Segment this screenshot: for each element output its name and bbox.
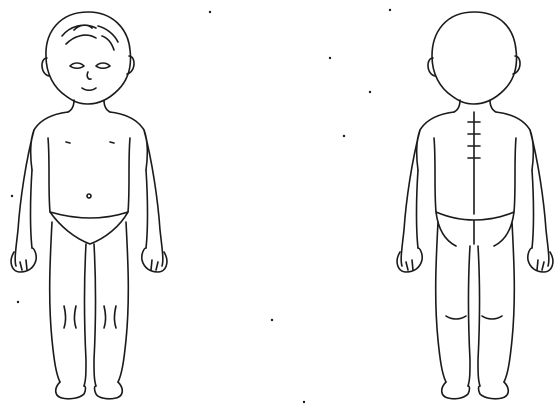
- front-mouth: [82, 88, 96, 90]
- front-right-leg: [94, 222, 128, 386]
- back-knees: [446, 316, 502, 319]
- scan-speckles: [11, 9, 391, 403]
- front-right-foot: [95, 382, 123, 399]
- back-torso-sides: [434, 138, 516, 212]
- front-view-figure: [11, 12, 167, 399]
- front-hair: [62, 25, 118, 50]
- front-torso-sides: [48, 138, 130, 212]
- back-diaper: [436, 212, 514, 246]
- back-right-foot: [479, 382, 509, 399]
- back-left-leg: [436, 222, 470, 386]
- back-right-leg: [478, 222, 514, 386]
- back-neck: [454, 100, 496, 112]
- front-nose: [87, 72, 91, 79]
- back-head: [432, 12, 517, 104]
- front-navel: [87, 194, 91, 198]
- front-diaper: [50, 212, 128, 244]
- front-knees: [64, 306, 116, 328]
- front-chest-marks: [66, 142, 114, 143]
- front-left-foot: [56, 382, 86, 399]
- front-left-eye: [70, 63, 84, 68]
- back-view-figure: [397, 12, 553, 399]
- back-spine: [468, 112, 480, 214]
- front-right-eye: [96, 63, 110, 68]
- back-left-foot: [442, 382, 470, 399]
- front-neck: [68, 100, 110, 112]
- front-left-leg: [50, 222, 86, 386]
